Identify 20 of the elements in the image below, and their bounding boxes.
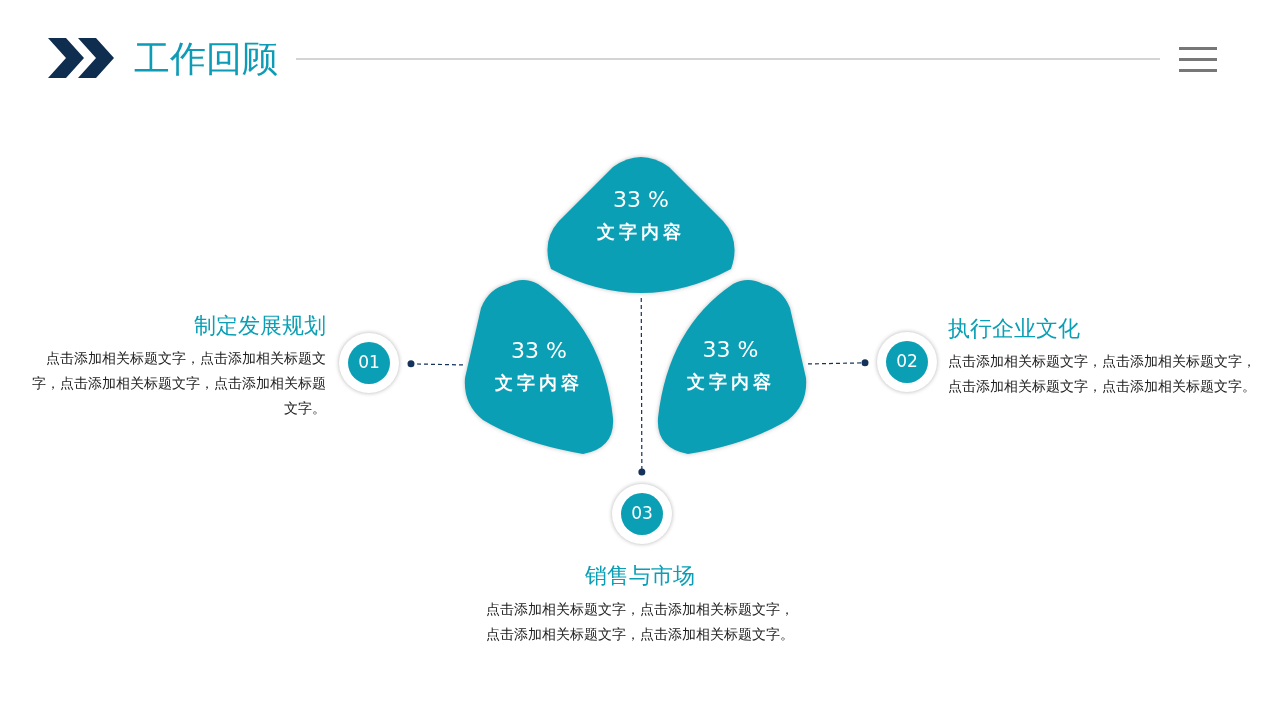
section-heading: 销售与市场 bbox=[584, 562, 696, 590]
section-heading: 执行企业文化 bbox=[948, 315, 1081, 343]
description-text: 点击添加相关标题文字，点击添加相关标题文字，点击添加相关标题文字，点击添加相关标题文字。 bbox=[485, 600, 795, 644]
percent-value: 33 % bbox=[511, 337, 567, 365]
step-number: 02 bbox=[886, 341, 928, 383]
dashed-connector bbox=[407, 360, 464, 368]
petal-label: 文字内容 bbox=[686, 369, 775, 394]
step-number: 01 bbox=[348, 342, 390, 384]
percent-value: 33 % bbox=[613, 186, 669, 214]
petal-shape bbox=[463, 278, 615, 455]
dashed-connector bbox=[807, 359, 869, 367]
petal-label: 文字内容 bbox=[495, 370, 583, 395]
step-number: 03 bbox=[621, 493, 663, 535]
percent-value: 33 % bbox=[702, 336, 759, 364]
description-text: 点击添加相关标题文字，点击添加相关标题文字，点击添加相关标题文字，点击添加相关标题文字。 bbox=[948, 352, 1256, 396]
section-heading: 制定发展规划 bbox=[193, 312, 326, 340]
description-text: 点击添加相关标题文字，点击添加相关标题文字，点击添加相关标题文字，点击添加相关标题文字。 bbox=[31, 349, 326, 418]
page-title: 工作回顾 bbox=[134, 37, 278, 81]
dashed-connector bbox=[638, 297, 646, 476]
petal-label: 文字内容 bbox=[597, 219, 685, 244]
